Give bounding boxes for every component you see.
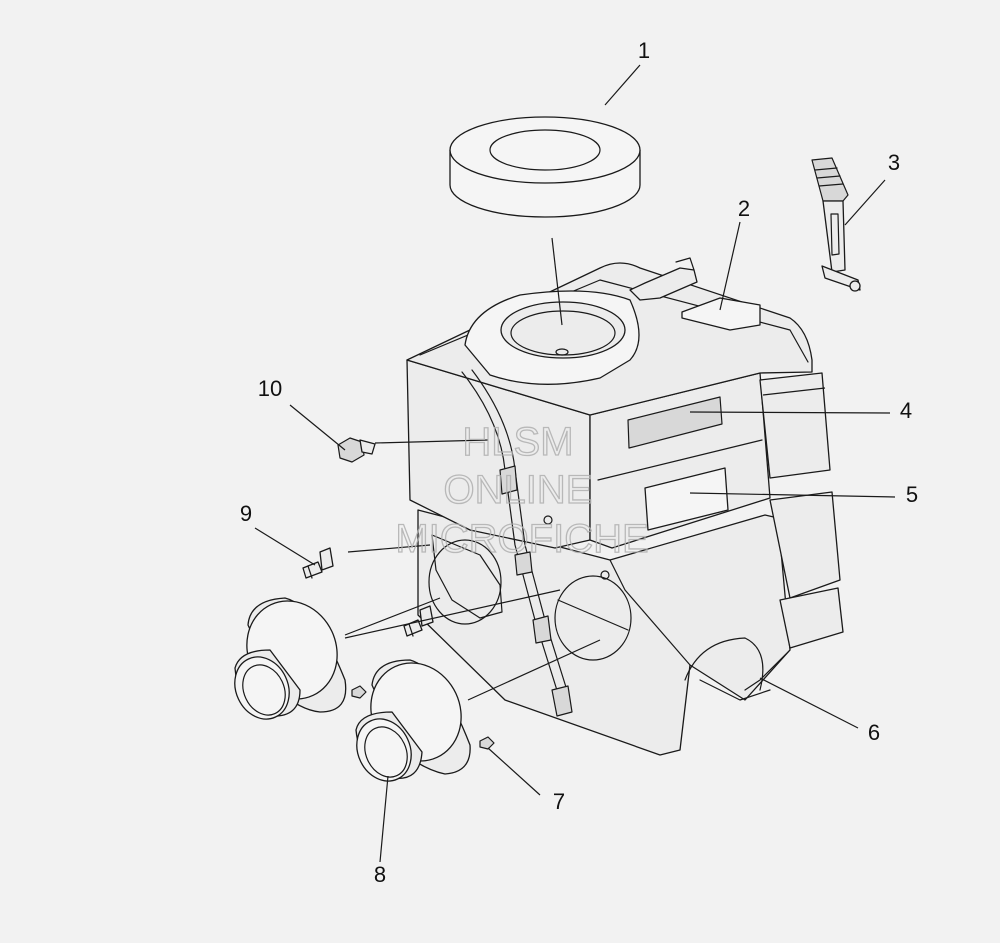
callout-4: 4 — [900, 398, 912, 423]
callout-10: 10 — [258, 376, 282, 401]
watermark-line-3: MICROFICHE — [395, 517, 648, 561]
screw-lower — [479, 736, 495, 750]
callout-8: 8 — [374, 862, 386, 887]
watermark-line-2: ONLINE — [444, 468, 593, 512]
callout-6: 6 — [868, 720, 880, 745]
intake-boot-left — [234, 597, 347, 720]
callout-5: 5 — [906, 482, 918, 507]
leader-lines — [254, 64, 896, 863]
intake-boot-right — [355, 659, 471, 782]
breather-fitting-upper — [302, 547, 334, 579]
callout-3: 3 — [888, 150, 900, 175]
callout-9: 9 — [240, 501, 252, 526]
callout-2: 2 — [738, 196, 750, 221]
watermark: HLSM ONLINE MICROFICHE — [395, 419, 650, 561]
screw-upper — [351, 685, 367, 699]
callout-1: 1 — [638, 38, 650, 63]
callout-labels: 1 2 3 4 5 6 7 8 9 10 — [240, 38, 918, 887]
foam-filter-ring — [449, 116, 641, 218]
callout-7: 7 — [553, 789, 565, 814]
wing-nut — [337, 437, 376, 463]
latch-clip — [811, 157, 861, 292]
watermark-line-1: HLSM — [462, 420, 573, 464]
air-box-housing — [406, 257, 844, 756]
